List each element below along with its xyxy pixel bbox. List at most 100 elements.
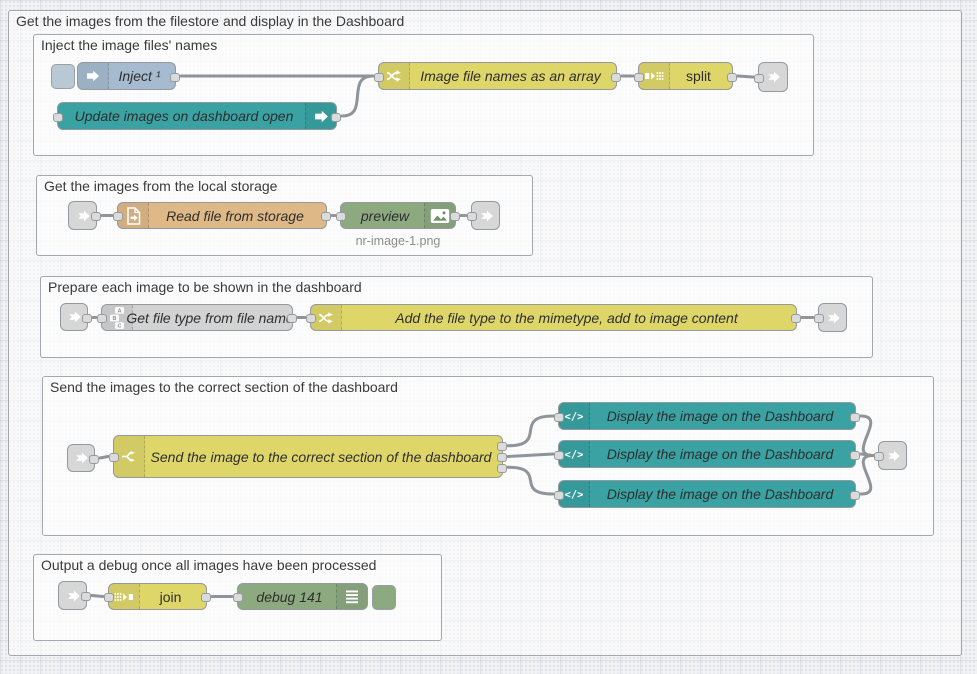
group-inject-group[interactable]: Inject the image files' names (33, 34, 814, 156)
wire[interactable] (859, 414, 875, 457)
code-icon: </> (563, 447, 585, 461)
file-icon (126, 206, 141, 225)
node-status: nr-image-1.png (355, 234, 441, 248)
node-inject[interactable]: Inject ¹ (51, 62, 180, 90)
output-port[interactable] (82, 313, 92, 323)
node-link-out-4[interactable] (874, 441, 907, 470)
join-icon (114, 590, 134, 604)
node-split[interactable]: split (634, 62, 737, 90)
link-out-icon (824, 310, 842, 326)
node-label: Display the image on the Dashboard (606, 408, 834, 424)
input-port[interactable] (233, 593, 243, 602)
output-port[interactable] (450, 212, 460, 221)
node-template-3[interactable]: </> Display the image on the Dashboard (554, 480, 860, 508)
node-template-1[interactable]: </> Display the image on the Dashboard (554, 402, 860, 430)
output-port[interactable] (331, 112, 341, 122)
output-port[interactable] (201, 593, 211, 602)
node-label: join (159, 588, 182, 605)
svg-text:B: B (112, 315, 116, 321)
input-port[interactable] (109, 453, 119, 462)
input-port[interactable] (306, 314, 316, 323)
svg-text:</>: </> (565, 489, 584, 501)
output-port[interactable] (611, 72, 621, 82)
input-port[interactable] (97, 314, 107, 323)
wire[interactable] (506, 465, 555, 496)
inject-button[interactable] (51, 64, 75, 89)
debug-icon (345, 589, 359, 605)
output-port[interactable] (89, 454, 99, 464)
input-port[interactable] (634, 72, 644, 82)
node-change-mimetype[interactable]: Add the file type to the mimetype, add t… (306, 304, 801, 331)
output-port[interactable] (497, 453, 507, 462)
node-debug[interactable]: debug 141 (233, 583, 396, 610)
node-label: Inject ¹ (118, 68, 161, 84)
input-port[interactable] (336, 212, 346, 221)
wire[interactable] (98, 455, 110, 460)
output-port[interactable] (497, 442, 507, 452)
output-port[interactable] (321, 212, 331, 221)
output-port[interactable] (170, 72, 180, 82)
input-port[interactable] (554, 450, 564, 460)
output-port[interactable] (850, 490, 860, 500)
input-port[interactable] (53, 112, 63, 122)
node-preview[interactable]: preview (336, 202, 460, 229)
wire[interactable] (506, 414, 555, 448)
node-label: Add the file type to the mimetype, add t… (395, 309, 738, 326)
output-port[interactable] (497, 463, 507, 473)
node-label: preview (360, 207, 410, 224)
split-icon (644, 69, 664, 83)
input-port[interactable] (754, 73, 764, 83)
link-out-icon (477, 208, 495, 224)
wire[interactable] (859, 454, 875, 496)
wire[interactable] (506, 452, 555, 458)
node-link-out-3[interactable] (814, 303, 847, 332)
wire[interactable] (736, 74, 755, 79)
arrow-right-icon (313, 108, 330, 125)
node-link-out-1[interactable] (754, 62, 788, 92)
node-change-filenames[interactable]: Image file names as an array (374, 62, 621, 90)
node-link-in-3[interactable] (67, 444, 99, 472)
input-port[interactable] (113, 212, 123, 221)
output-port[interactable] (850, 450, 860, 460)
debug-button[interactable] (372, 585, 396, 610)
node-label: Display the image on the Dashboard (606, 446, 834, 462)
input-port[interactable] (554, 490, 564, 500)
input-port[interactable] (104, 593, 114, 602)
link-in-icon (64, 588, 82, 604)
node-read-file[interactable]: Read file from storage (113, 202, 331, 229)
node-switch-send[interactable]: Send the image to the correct section of… (109, 435, 507, 478)
wire[interactable] (340, 74, 375, 118)
output-port[interactable] (850, 412, 860, 422)
node-link-in-1[interactable] (68, 201, 101, 230)
group-title: Prepare each image to be shown in the da… (48, 279, 362, 295)
node-template-2[interactable]: </> Display the image on the Dashboard (554, 440, 860, 468)
output-port[interactable] (727, 72, 737, 82)
output-port[interactable] (287, 314, 297, 323)
svg-text:</>: </> (565, 411, 584, 423)
node-label: debug 141 (256, 588, 323, 605)
node-link-out-2[interactable] (467, 201, 500, 230)
wire[interactable] (90, 594, 105, 598)
output-port[interactable] (791, 314, 801, 323)
node-update-images[interactable]: Update images on dashboard open (53, 102, 341, 130)
output-port[interactable] (81, 592, 91, 601)
node-label: Send the image to the correct section of… (150, 448, 492, 465)
input-port[interactable] (554, 412, 564, 422)
input-port[interactable] (874, 452, 884, 461)
node-link-in-2[interactable] (60, 303, 92, 331)
output-port[interactable] (91, 212, 101, 221)
input-port[interactable] (467, 212, 477, 221)
input-port[interactable] (374, 72, 384, 82)
shuffle-icon (318, 310, 335, 326)
input-port[interactable] (814, 314, 824, 323)
node-link-in-4[interactable] (58, 581, 91, 610)
node-join[interactable]: join (104, 583, 211, 610)
node-label: Read file from storage (166, 207, 304, 224)
switch-icon (121, 448, 137, 465)
group-title: Get the images from the local storage (44, 178, 278, 194)
node-label: Get file type from file name (126, 309, 294, 326)
code-icon: </> (563, 409, 585, 423)
node-label: Display the image on the Dashboard (606, 486, 834, 502)
